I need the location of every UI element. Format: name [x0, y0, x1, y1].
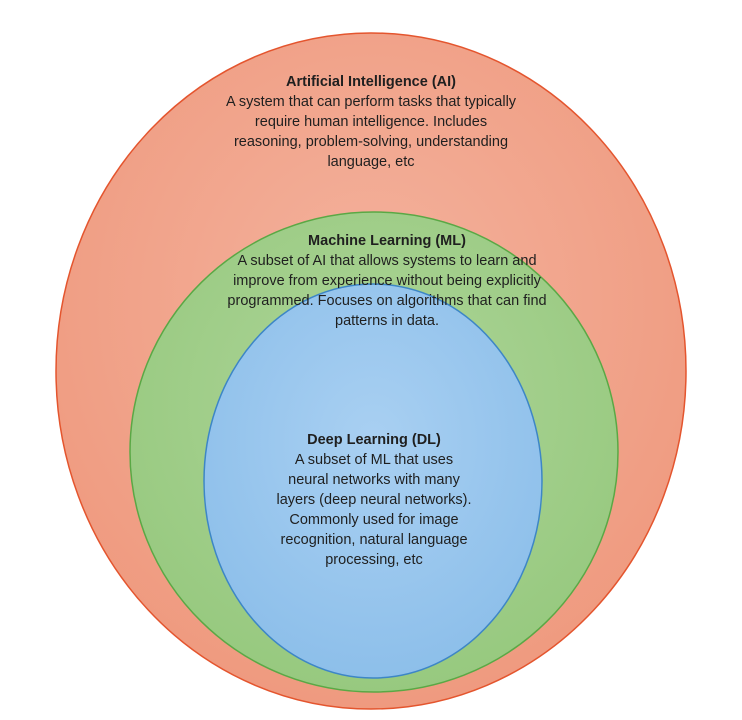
dl-title: Deep Learning (DL)	[307, 432, 441, 448]
dl-ellipse	[203, 283, 543, 679]
ml-label: Machine Learning (ML) A subset of AI tha…	[221, 231, 553, 331]
ml-description: A subset of AI that allows systems to le…	[227, 253, 547, 329]
ai-description: A system that can perform tasks that typ…	[225, 94, 517, 170]
dl-label: Deep Learning (DL) A subset of ML that u…	[276, 430, 472, 570]
ai-label: Artificial Intelligence (AI) A system th…	[221, 72, 521, 172]
ml-title: Machine Learning (ML)	[308, 233, 466, 249]
ai-title: Artificial Intelligence (AI)	[286, 74, 456, 90]
dl-description: A subset of ML that uses neural networks…	[276, 452, 472, 568]
